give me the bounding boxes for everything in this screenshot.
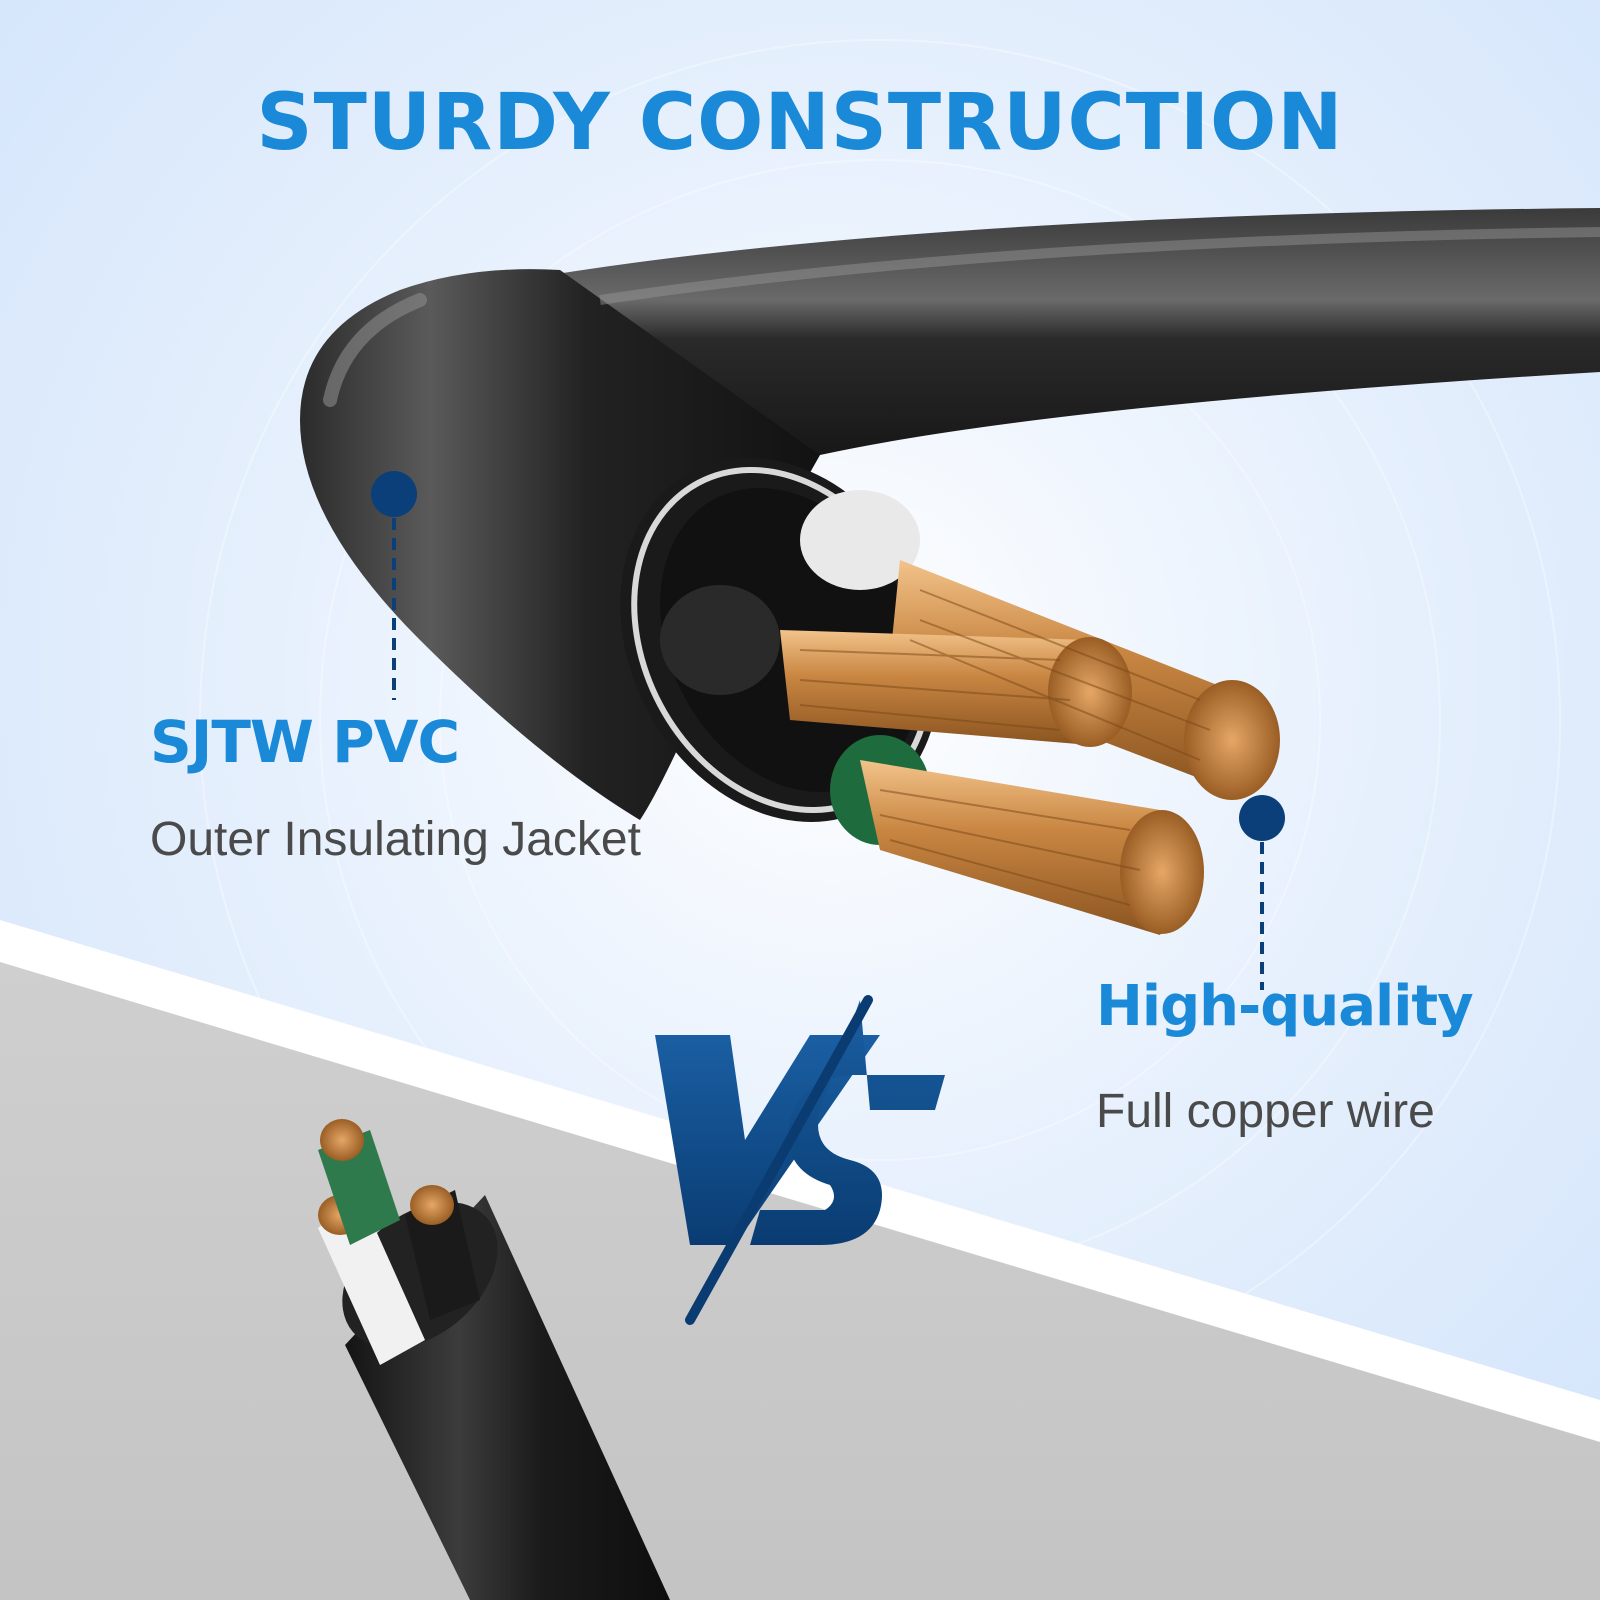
comparison-cable <box>318 1119 670 1600</box>
callout-description-jacket: Outer Insulating Jacket <box>150 813 641 866</box>
callout-description-copper: Full copper wire <box>1096 1085 1435 1138</box>
main-cable <box>300 208 1600 935</box>
vs-icon <box>655 995 945 1325</box>
copper-conductors <box>780 560 1280 935</box>
callout-heading-copper: High-quality <box>1096 974 1474 1039</box>
callout-marker-icon <box>371 471 417 700</box>
page-title: STURDY CONSTRUCTION <box>256 78 1344 168</box>
callout-heading-jacket: SJTW PVC <box>150 708 460 776</box>
callout-marker-icon <box>1239 795 1285 990</box>
